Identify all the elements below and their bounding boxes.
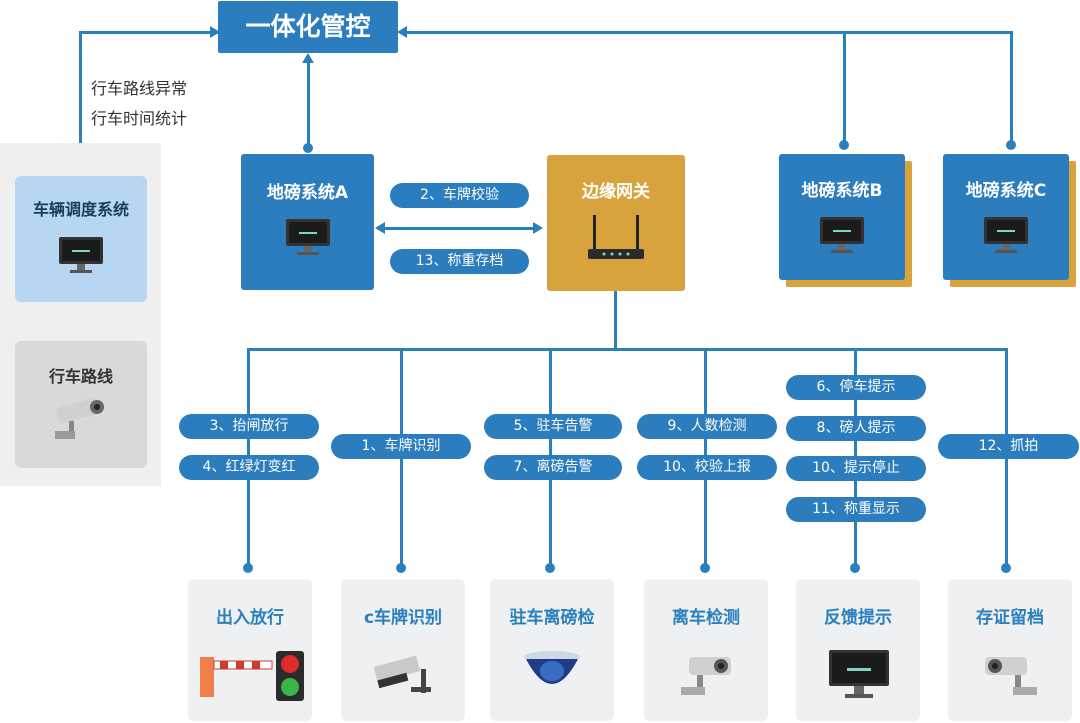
card-feedback-hint: 反馈提示 xyxy=(796,579,920,721)
monitor-icon xyxy=(286,219,330,255)
card-evidence-archive: 存证留档 xyxy=(948,579,1072,721)
card-title: c车牌识别 xyxy=(363,608,443,628)
barrier-gate-icon xyxy=(200,651,304,701)
router-icon xyxy=(588,215,644,259)
step-parking-alarm: 5、驻车告警 xyxy=(484,414,622,439)
dome-camera-icon xyxy=(524,651,580,684)
arrow-left-icon xyxy=(375,222,385,234)
step-light-red: 4、红绿灯变红 xyxy=(179,455,319,480)
step-gate-release: 3、抬闸放行 xyxy=(179,414,319,439)
scale-system-b: 地磅系统B xyxy=(779,154,905,280)
edge-gateway: 边缘网关 xyxy=(547,155,685,291)
card-title: 驻车离磅检 xyxy=(509,608,595,628)
arrow-up-icon xyxy=(302,53,314,63)
monitor-icon xyxy=(829,650,889,698)
step-weight-display: 11、称重显示 xyxy=(786,497,926,522)
scale-a-title: 地磅系统A xyxy=(266,183,349,203)
link-plate-verify: 2、车牌校验 xyxy=(390,183,529,208)
scale-c-title: 地磅系统C xyxy=(965,181,1047,201)
step-people-hint: 8、磅人提示 xyxy=(786,416,926,441)
camera-icon xyxy=(374,656,431,693)
monitor-icon xyxy=(820,217,864,253)
card-title: 离车检测 xyxy=(672,608,740,628)
step-verify-report: 10、校验上报 xyxy=(637,455,777,480)
step-snapshot: 12、抓拍 xyxy=(938,434,1079,459)
edge-gateway-title: 边缘网关 xyxy=(582,182,650,202)
arrow-left-icon xyxy=(397,26,407,38)
card-vehicle-leave-detect: 离车检测 xyxy=(644,579,768,721)
scale-b-title: 地磅系统B xyxy=(801,181,883,201)
step-leave-alarm: 7、离磅告警 xyxy=(484,455,622,480)
card-parking-leave-detect: 驻车离磅检 xyxy=(490,579,614,721)
dispatch-system-card: 车辆调度系统 xyxy=(15,176,147,302)
scale-system-c: 地磅系统C xyxy=(943,154,1069,280)
link-weigh-archive: 13、称重存档 xyxy=(390,249,529,274)
integrated-control-box: 一体化管控 xyxy=(218,1,398,53)
card-title: 反馈提示 xyxy=(824,608,892,628)
arrow-right-icon xyxy=(210,26,220,38)
camera-icon xyxy=(985,657,1037,695)
dispatch-system-title: 车辆调度系统 xyxy=(32,200,129,219)
annotation-time-stats: 行车时间统计 xyxy=(91,109,188,128)
step-people-count: 9、人数检测 xyxy=(637,414,777,439)
camera-icon xyxy=(55,398,104,439)
card-title: 出入放行 xyxy=(216,608,284,628)
card-entry-release: 出入放行 xyxy=(188,579,312,721)
annotation-route-anomaly: 行车路线异常 xyxy=(91,79,188,98)
route-title: 行车路线 xyxy=(48,367,113,386)
integrated-control-title: 一体化管控 xyxy=(245,12,371,41)
camera-icon xyxy=(681,657,731,695)
route-card: 行车路线 xyxy=(15,341,147,468)
step-stop-prompt: 10、提示停止 xyxy=(786,456,926,481)
card-plate-recognition: c车牌识别 xyxy=(341,579,465,721)
step-stop-hint: 6、停车提示 xyxy=(786,375,926,400)
monitor-icon xyxy=(59,237,103,273)
card-title: 存证留档 xyxy=(976,608,1044,628)
scale-system-a: 地磅系统A xyxy=(241,154,374,290)
step-plate-recognition: 1、车牌识别 xyxy=(331,434,471,459)
monitor-icon xyxy=(984,217,1028,253)
arrow-right-icon xyxy=(533,222,543,234)
